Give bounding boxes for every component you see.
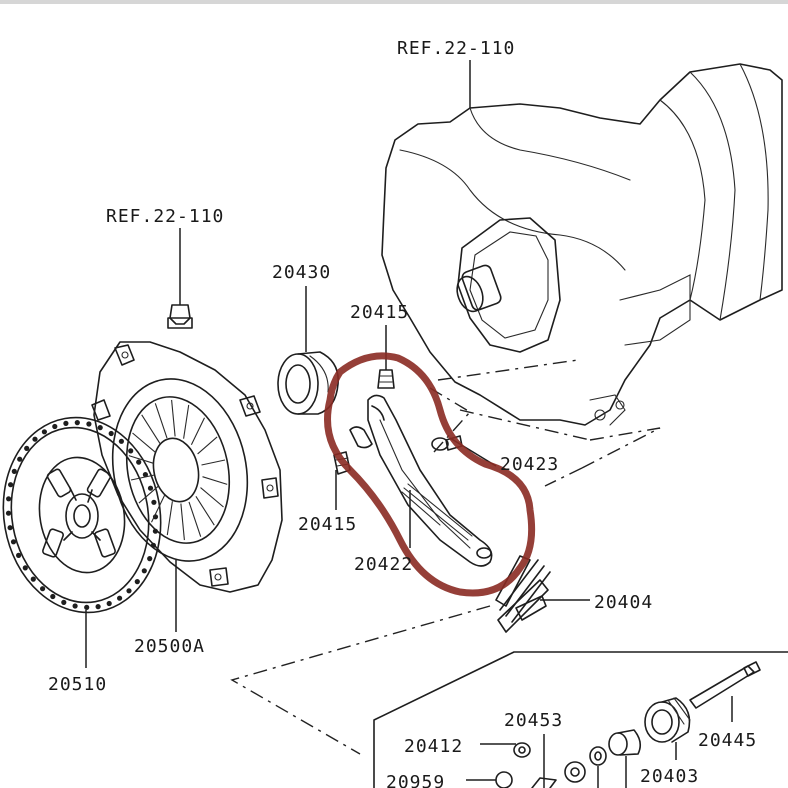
disc-rivet-hole bbox=[24, 445, 30, 451]
label-20423: 20423 bbox=[500, 454, 559, 475]
disc-rivet-hole bbox=[61, 599, 67, 606]
highlight-circle bbox=[324, 352, 536, 597]
disc-rivet-hole bbox=[22, 565, 28, 571]
label-ref-left: REF.22-110 bbox=[106, 206, 224, 227]
nut bbox=[564, 761, 586, 783]
disc-rivet-hole bbox=[151, 499, 157, 505]
dashed-guides bbox=[230, 359, 661, 755]
label-20404: 20404 bbox=[594, 592, 653, 613]
disc-rivet-hole bbox=[97, 425, 103, 431]
disc-rivet-hole bbox=[86, 421, 92, 427]
diaphragm-finger bbox=[200, 487, 224, 508]
disc-rivet-hole bbox=[30, 576, 36, 582]
disc-rivet-hole bbox=[7, 525, 13, 531]
disc-rivet-hole bbox=[106, 600, 112, 607]
label-20412: 20412 bbox=[404, 736, 463, 757]
disc-rivet-hole bbox=[147, 556, 153, 562]
lock-nut bbox=[480, 742, 531, 758]
fork-spring bbox=[403, 483, 473, 548]
boot bbox=[495, 555, 590, 633]
inset-panel bbox=[373, 651, 788, 788]
label-20415-top: 20415 bbox=[350, 302, 409, 323]
disc-rivet-hole bbox=[16, 552, 22, 559]
label-20500A: 20500A bbox=[134, 636, 205, 657]
pushrod bbox=[689, 661, 761, 722]
transmission-housing bbox=[381, 63, 783, 426]
disc-rivet-hole bbox=[134, 579, 140, 585]
label-20445: 20445 bbox=[698, 730, 757, 751]
disc-rivet-hole bbox=[17, 456, 23, 462]
label-20510: 20510 bbox=[48, 674, 107, 695]
label-20959: 20959 bbox=[386, 772, 445, 788]
washer bbox=[589, 746, 607, 788]
diaphragm-finger bbox=[166, 501, 173, 536]
disc-rivet-hole bbox=[95, 604, 101, 610]
disc-rivet-hole bbox=[40, 586, 46, 592]
diaphragm-finger bbox=[128, 455, 154, 464]
label-ref-top: REF.22-110 bbox=[397, 38, 515, 59]
diaphragm-finger bbox=[202, 476, 228, 485]
disc-rivet-hole bbox=[50, 593, 56, 600]
diaphragm-finger bbox=[201, 459, 226, 466]
ref-bolt bbox=[167, 228, 193, 329]
disc-rivet-hole bbox=[10, 539, 17, 545]
diaphragm-finger bbox=[138, 485, 159, 504]
bleeder bbox=[531, 734, 557, 788]
label-20403: 20403 bbox=[640, 766, 699, 787]
disc-rivet-hole bbox=[142, 472, 148, 478]
disc-rivet-hole bbox=[11, 468, 17, 474]
disc-rivet-hole bbox=[74, 420, 80, 426]
disc-rivet-hole bbox=[136, 459, 142, 465]
disc-rivet-hole bbox=[128, 448, 134, 454]
disc-rivet-hole bbox=[5, 510, 12, 516]
diaphragm-finger bbox=[141, 414, 161, 444]
label-20430: 20430 bbox=[272, 262, 331, 283]
pressure-plate bbox=[91, 341, 283, 593]
top-border bbox=[0, 0, 788, 4]
gasket bbox=[466, 771, 513, 788]
diaphragm-finger bbox=[151, 494, 166, 523]
disc-rivet-hole bbox=[141, 568, 147, 574]
diaphragm-finger bbox=[188, 501, 202, 537]
diaphragm-finger bbox=[180, 503, 185, 541]
disc-rivet-hole bbox=[52, 423, 58, 430]
disc-rivet-hole bbox=[72, 603, 78, 609]
diaphragm-finger bbox=[130, 474, 155, 481]
disc-rivet-hole bbox=[117, 595, 123, 601]
clutch-disc bbox=[2, 416, 162, 614]
disc-rivet-hole bbox=[84, 604, 90, 611]
disc-rivet-hole bbox=[6, 496, 12, 502]
disc-rivet-hole bbox=[108, 430, 114, 437]
diaphragm-finger bbox=[197, 436, 218, 455]
diaphragm-finger bbox=[183, 404, 190, 439]
label-20415-bottom: 20415 bbox=[298, 514, 357, 535]
disc-rivet-hole bbox=[32, 436, 38, 442]
diaphragm-finger bbox=[171, 399, 176, 437]
disc-rivet-hole bbox=[126, 588, 132, 594]
diaphragm-finger bbox=[195, 496, 215, 526]
diaphragm-finger bbox=[132, 432, 156, 453]
disc-rivet-hole bbox=[41, 429, 48, 435]
release-fork bbox=[349, 394, 493, 567]
pivot-bolt-top bbox=[377, 325, 395, 389]
disc-rivet-hole bbox=[147, 485, 154, 491]
disc-rivet-hole bbox=[8, 482, 14, 488]
disc-rivet-hole bbox=[63, 420, 69, 426]
slave-cylinder bbox=[644, 697, 691, 760]
diaphragm-finger bbox=[190, 417, 205, 446]
disc-rivet-hole bbox=[118, 438, 124, 444]
release-bearing bbox=[277, 286, 339, 415]
label-20422: 20422 bbox=[354, 554, 413, 575]
piston-cup bbox=[608, 729, 642, 788]
diaphragm-finger bbox=[154, 403, 168, 439]
label-20453: 20453 bbox=[504, 710, 563, 731]
